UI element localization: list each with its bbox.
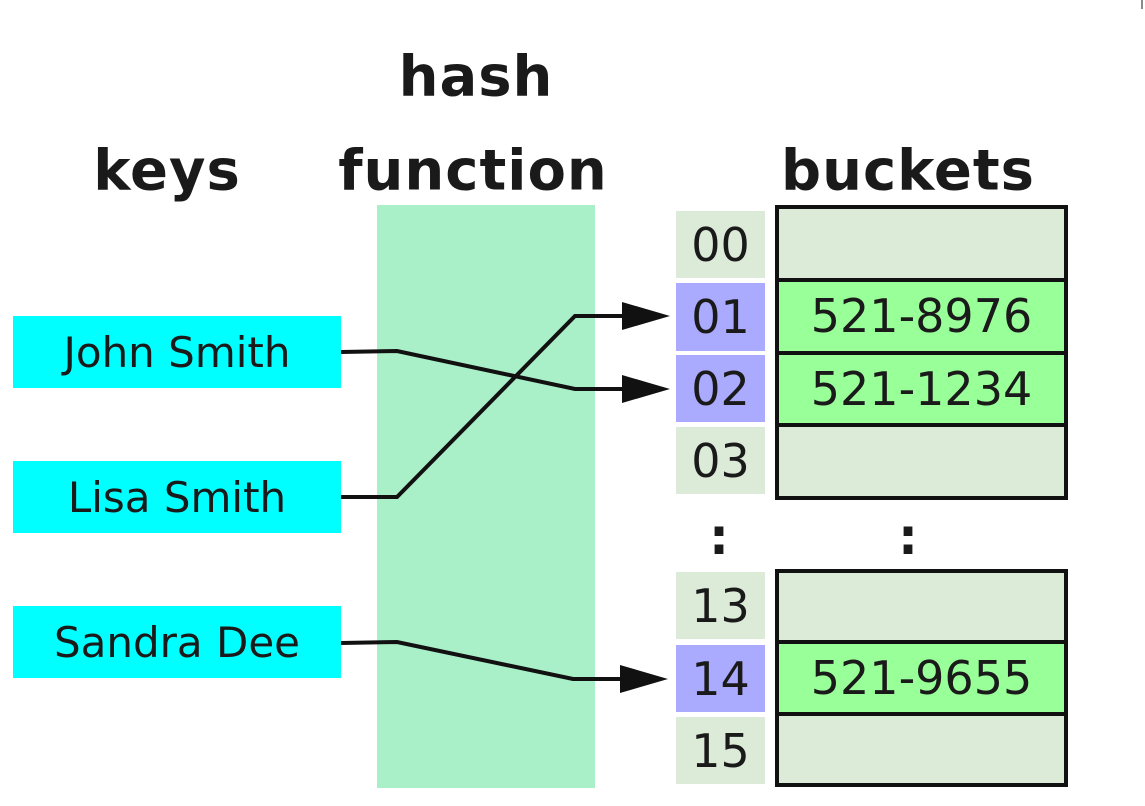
- bucket-value-01: 521-8976: [810, 289, 1033, 344]
- index-cell-14: 14: [676, 645, 765, 712]
- bucket-row-01: 521-8976: [779, 277, 1064, 351]
- key-label: Sandra Dee: [53, 617, 301, 667]
- ellipsis-bucket-column: :: [898, 508, 918, 566]
- bucket-row-13: [779, 573, 1064, 641]
- bucket-row-14: 521-9655: [779, 640, 1064, 712]
- index-cell-02: 02: [676, 355, 765, 422]
- index-cell-01: 01: [676, 283, 765, 351]
- header-keys: keys: [93, 138, 241, 204]
- index-cell-00: 00: [676, 211, 765, 278]
- key-label: John Smith: [63, 327, 291, 377]
- bucket-value-02: 521-1234: [810, 361, 1033, 416]
- bucket-row-03: [779, 423, 1064, 496]
- header-buckets: buckets: [781, 138, 1035, 204]
- ellipsis-index-column: :: [709, 508, 729, 566]
- header-hash-line2: function: [338, 138, 608, 204]
- index-cell-03: 03: [676, 427, 765, 494]
- key-label: Lisa Smith: [67, 472, 287, 522]
- key-box-lisa-smith: Lisa Smith: [13, 461, 341, 533]
- key-box-sandra-dee: Sandra Dee: [13, 606, 341, 678]
- hash-function-band: [377, 205, 595, 788]
- index-cell-13: 13: [676, 572, 765, 639]
- bucket-row-00: [779, 209, 1064, 278]
- bucket-table-lower: 521-9655: [775, 569, 1068, 787]
- header-hash-line1: hash: [398, 44, 554, 110]
- bucket-row-02: 521-1234: [779, 350, 1064, 424]
- bucket-value-14: 521-9655: [810, 650, 1033, 705]
- index-cell-15: 15: [676, 717, 765, 784]
- key-box-john-smith: John Smith: [13, 316, 341, 388]
- bucket-table-upper: 521-8976 521-1234: [775, 205, 1068, 500]
- bucket-row-15: [779, 711, 1064, 783]
- edge-artifact: [1141, 0, 1143, 9]
